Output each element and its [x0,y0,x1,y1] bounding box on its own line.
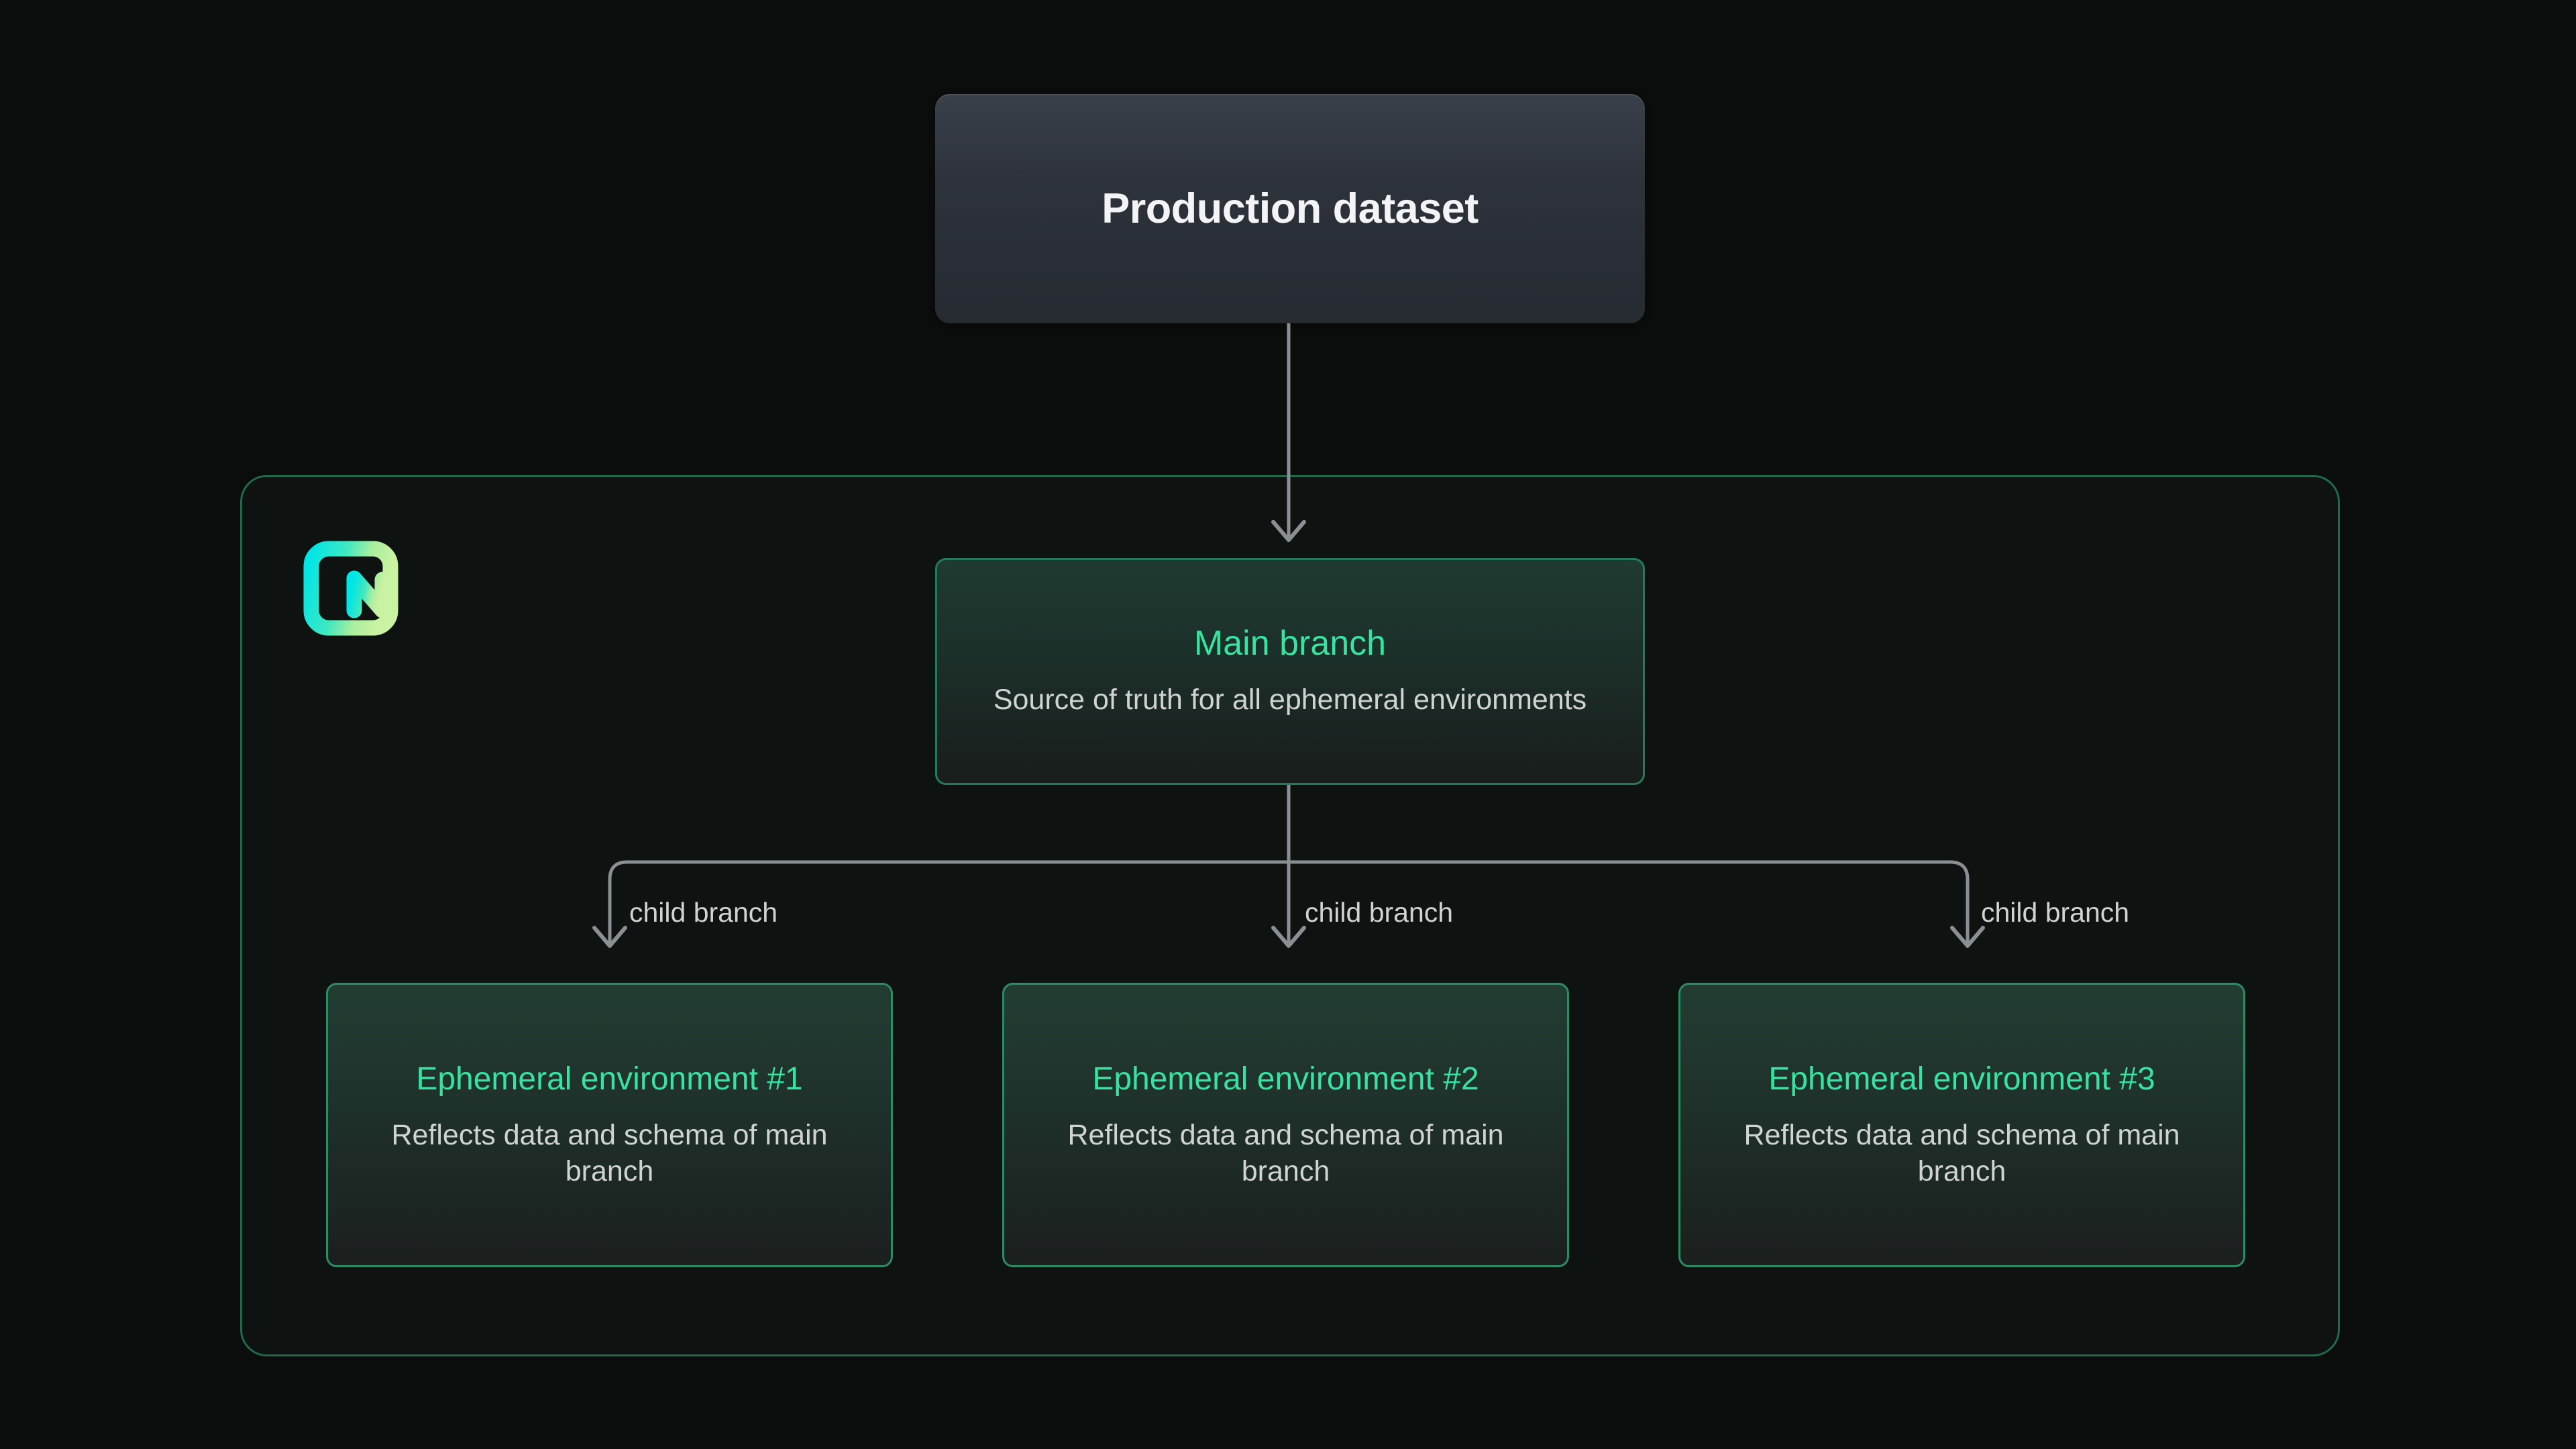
neon-logo-icon [303,541,398,636]
ephemeral-environment-card-2: Ephemeral environment #2 Reflects data a… [1002,983,1569,1267]
ephemeral-environment-title-2: Ephemeral environment #2 [1092,1061,1479,1097]
production-dataset-title: Production dataset [1102,185,1479,232]
ephemeral-environment-subtitle-2: Reflects data and schema of main branch [1067,1118,1504,1187]
main-branch-subtitle: Source of truth for all ephemeral enviro… [993,684,1587,716]
main-branch-title: Main branch [1193,623,1387,663]
main-branch-card: Main branch Source of truth for all ephe… [935,558,1645,785]
ephemeral-environment-card-1: Ephemeral environment #1 Reflects data a… [326,983,893,1267]
ephemeral-environment-subtitle-3: Reflects data and schema of main branch [1743,1118,2180,1187]
ephemeral-environment-title-1: Ephemeral environment #1 [416,1061,803,1097]
branch-label-1: child branch [629,897,778,928]
branch-label-2: child branch [1305,897,1454,928]
ephemeral-environment-title-3: Ephemeral environment #3 [1768,1061,2155,1097]
branch-label-3: child branch [1981,897,2130,928]
ephemeral-environment-subtitle-1: Reflects data and schema of main branch [391,1118,828,1187]
ephemeral-environment-card-3: Ephemeral environment #3 Reflects data a… [1678,983,2245,1267]
production-dataset-card: Production dataset [935,94,1645,323]
